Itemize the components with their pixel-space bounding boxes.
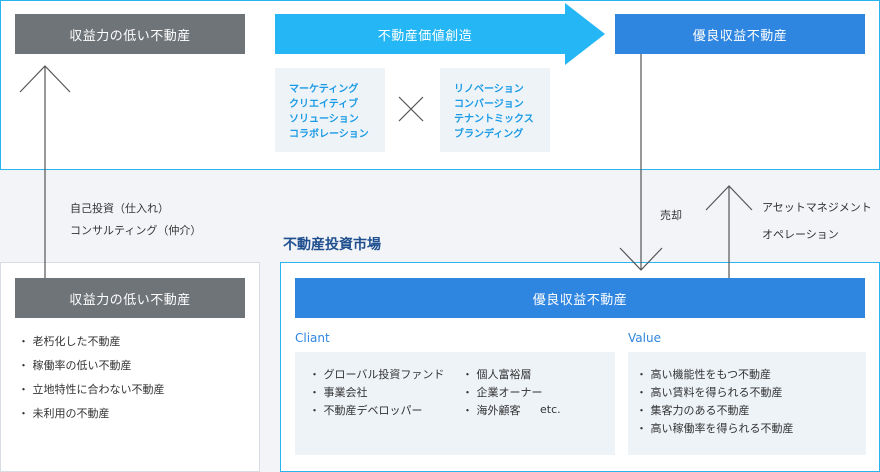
strategy-item: ソリューション xyxy=(289,114,359,125)
top-low-property-label: 収益力の低い不動産 xyxy=(69,28,191,44)
strategy-card-left: マーケティング クリエイティブ ソリューション コラボレーション xyxy=(275,68,385,152)
value-creation-arrow-shape xyxy=(275,3,605,65)
market-title: 不動産投資市場 xyxy=(283,237,381,253)
list-item: グローバル投資ファンド xyxy=(309,366,445,384)
left-low-property-label: 収益力の低い不動産 xyxy=(69,292,191,308)
strategy-card-right: リノベーション コンバージョン テナントミックス ブランディング xyxy=(440,68,550,152)
list-item: 個人富裕層 xyxy=(462,366,543,384)
value-creation-arrow: 不動産価値創造 xyxy=(275,3,605,65)
market-premium-label: 優良収益不動産 xyxy=(532,292,628,308)
list-item: 未利用の不動産 xyxy=(18,402,165,426)
list-item: 高い機能性をもつ不動産 xyxy=(636,366,794,384)
list-item: 高い稼働率を得られる不動産 xyxy=(636,420,794,438)
strategy-item: コラボレーション xyxy=(289,129,369,140)
client-title: Cliant xyxy=(295,331,330,345)
strategy-item: リノベーション xyxy=(454,84,524,95)
market-premium-header: 優良収益不動産 xyxy=(295,278,865,318)
list-item: 老朽化した不動産 xyxy=(18,330,165,354)
client-etc-label: etc. xyxy=(540,403,561,416)
top-low-property-box: 収益力の低い不動産 xyxy=(15,14,245,54)
strategy-item: コンバージョン xyxy=(454,99,524,110)
operation-label: オペレーション xyxy=(762,228,839,241)
list-item: 集客力のある不動産 xyxy=(636,402,794,420)
strategy-item: ブランディング xyxy=(454,129,524,140)
list-item: 立地特性に合わない不動産 xyxy=(18,378,165,402)
management-labels: アセットマネジメント オペレーション xyxy=(762,194,872,248)
top-premium-property-box: 優良収益不動産 xyxy=(615,14,865,54)
list-item: 高い賃料を得られる不動産 xyxy=(636,384,794,402)
list-item: 稼働率の低い不動産 xyxy=(18,354,165,378)
acquisition-labels: 自己投資（仕入れ） コンサルティング（仲介） xyxy=(70,198,201,242)
value-title: Value xyxy=(628,331,661,345)
left-low-property-box: 収益力の低い不動産 xyxy=(15,278,245,318)
self-investment-label: 自己投資（仕入れ） xyxy=(70,202,169,215)
client-list-1: グローバル投資ファンド 事業会社 不動産デベロッパー xyxy=(309,366,445,420)
strategy-item: テナントミックス xyxy=(454,114,534,125)
top-premium-property-label: 優良収益不動産 xyxy=(692,28,788,44)
list-item: 企業オーナー xyxy=(462,384,543,402)
asset-management-label: アセットマネジメント xyxy=(762,201,872,214)
list-item: 不動産デベロッパー xyxy=(309,402,444,420)
list-item: 海外顧客 xyxy=(462,402,543,420)
strategy-item: クリエイティブ xyxy=(289,99,359,110)
consulting-label: コンサルティング（仲介） xyxy=(70,224,202,237)
problem-list: 老朽化した不動産 稼働率の低い不動産 立地特性に合わない不動産 未利用の不動産 xyxy=(18,330,165,426)
client-list-2: 個人富裕層 企業オーナー 海外顧客 xyxy=(462,366,543,420)
list-item: 事業会社 xyxy=(309,384,444,402)
strategy-item: マーケティング xyxy=(289,84,359,95)
value-list: 高い機能性をもつ不動産 高い賃料を得られる不動産 集客力のある不動産 高い稼働率… xyxy=(636,366,794,438)
value-creation-label: 不動産価値創造 xyxy=(377,28,473,44)
sell-label: 売却 xyxy=(660,209,682,222)
multiply-icon xyxy=(398,96,424,122)
